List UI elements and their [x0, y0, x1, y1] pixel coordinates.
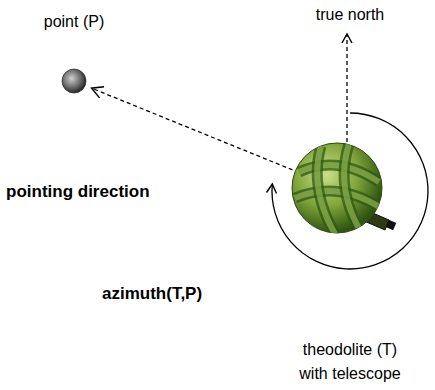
azimuth-arc: [272, 113, 428, 269]
theodolite-body: [292, 143, 382, 233]
band: [344, 144, 361, 232]
point-sphere-shape: [62, 69, 86, 93]
band-highlight: [344, 144, 361, 232]
band: [317, 146, 335, 234]
telescope-eyepiece: [386, 220, 396, 230]
direction-label: true north: [300, 3, 400, 27]
pointing-direction-arrow: [92, 88, 293, 170]
theodolite-bands: [295, 144, 381, 234]
point-sphere: point (P): [61, 68, 87, 94]
edge-label: pointing direction: [6, 180, 150, 204]
band: [295, 191, 381, 208]
band-highlight: [295, 191, 381, 208]
true-north-arrow: [346, 34, 347, 142]
point-label: point (P): [24, 10, 124, 34]
theodolite-sphere: theodolite (T) with telescope: [291, 142, 383, 234]
angle-label: azimuth(T,P): [102, 282, 272, 306]
point-graphic: [61, 68, 87, 94]
band-highlight: [317, 146, 335, 234]
instrument-label: theodolite (T) with telescope: [289, 338, 411, 386]
theodolite-graphic: [291, 142, 383, 234]
